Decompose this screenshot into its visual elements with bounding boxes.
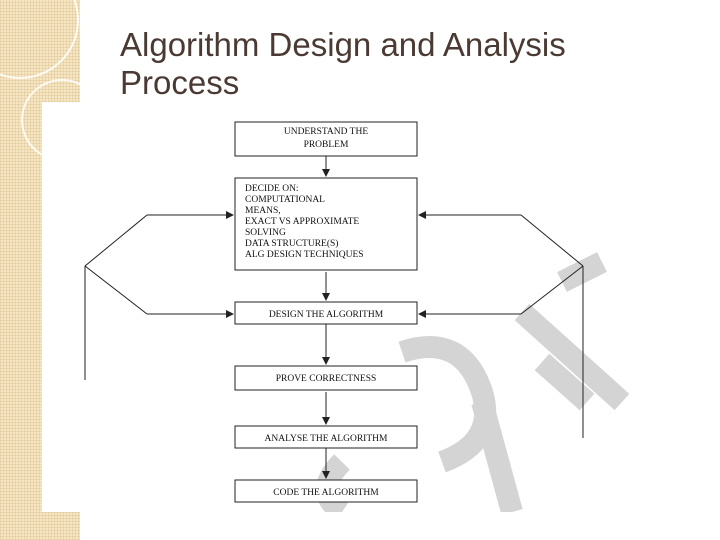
watermark-letter-s [398,336,497,473]
box-decide-line-1: DECIDE ON: [245,184,299,194]
box-prove-label: PROVE CORRECTNESS [276,374,377,384]
box-prove-correctness [234,365,418,391]
slide-title: Algorithm Design and Analysis Process [120,26,566,101]
box-understand-problem [234,121,418,157]
right-feedback-loop [418,211,584,438]
box-decide-line-7: ALG DESIGN TECHNIQUES [245,250,364,260]
box-decide-line-3: MEANS, [245,206,281,216]
flowchart-panel: UNDERSTAND THE PROBLEM DECIDE ON: COMPUT… [42,102,640,512]
box-decide-line-2: COMPUTATIONAL [245,195,325,205]
box-decide-line-5: SOLVING [245,228,286,238]
box-understand-line-1: UNDERSTAND THE [284,127,368,137]
box-code-algorithm [234,479,418,503]
flowchart-diagram: UNDERSTAND THE PROBLEM DECIDE ON: COMPUT… [84,121,584,503]
left-feedback-loop [84,211,234,380]
box-decide-line-4: EXACT VS APPROXIMATE [245,217,359,227]
box-understand-line-2: PROBLEM [304,140,349,150]
box-decide-on [234,177,418,271]
box-decide-line-6: DATA STRUCTURE(S) [245,238,338,249]
box-code-label: CODE THE ALGORITHM [273,488,379,498]
box-analyse-label: ANALYSE THE ALGORITHM [265,434,388,444]
box-design-label: DESIGN THE ALGORITHM [269,310,384,320]
